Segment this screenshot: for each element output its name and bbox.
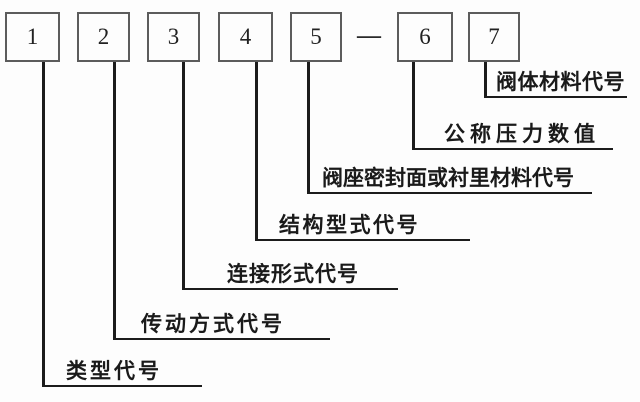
- label-underline-3: [182, 288, 398, 290]
- code-box-6: 6: [397, 12, 453, 62]
- code-box-3: 3: [147, 12, 200, 62]
- code-box-2: 2: [77, 12, 130, 62]
- label-body-material-code: 阀体材料代号: [496, 71, 625, 94]
- box-number-2: 2: [97, 24, 110, 49]
- dash-separator: —: [357, 23, 381, 49]
- label-structure-type-code: 结构型式代号: [279, 214, 420, 237]
- label-connection-form-code: 连接形式代号: [227, 263, 359, 286]
- box-number-5: 5: [310, 24, 322, 49]
- connector-line-3: [182, 62, 185, 288]
- box-number-4: 4: [239, 24, 252, 49]
- code-box-4: 4: [218, 12, 273, 62]
- label-underline-5: [307, 192, 592, 194]
- label-type-code: 类型代号: [66, 360, 162, 383]
- label-nominal-pressure-value: 公称压力数值: [444, 123, 600, 146]
- label-drive-mode-code: 传动方式代号: [141, 313, 285, 336]
- code-box-5: 5: [290, 12, 342, 62]
- code-box-7: 7: [468, 12, 520, 62]
- connector-line-6: [412, 62, 415, 148]
- box-number-6: 6: [419, 24, 431, 49]
- connector-line-5: [307, 62, 310, 192]
- label-underline-4: [255, 239, 470, 241]
- label-underline-2: [113, 338, 330, 340]
- label-underline-6: [412, 148, 613, 150]
- box-number-1: 1: [26, 24, 39, 49]
- connector-line-2: [113, 62, 116, 338]
- label-underline-7: [484, 96, 627, 98]
- label-underline-1: [42, 385, 202, 387]
- connector-line-1: [42, 62, 45, 385]
- connector-line-4: [255, 62, 258, 239]
- box-number-7: 7: [488, 24, 500, 49]
- connector-line-7: [484, 62, 487, 96]
- code-box-1: 1: [5, 12, 60, 62]
- label-seat-sealing-or-lining-material-code: 阀座密封面或衬里材料代号: [322, 167, 574, 190]
- box-number-3: 3: [167, 24, 180, 49]
